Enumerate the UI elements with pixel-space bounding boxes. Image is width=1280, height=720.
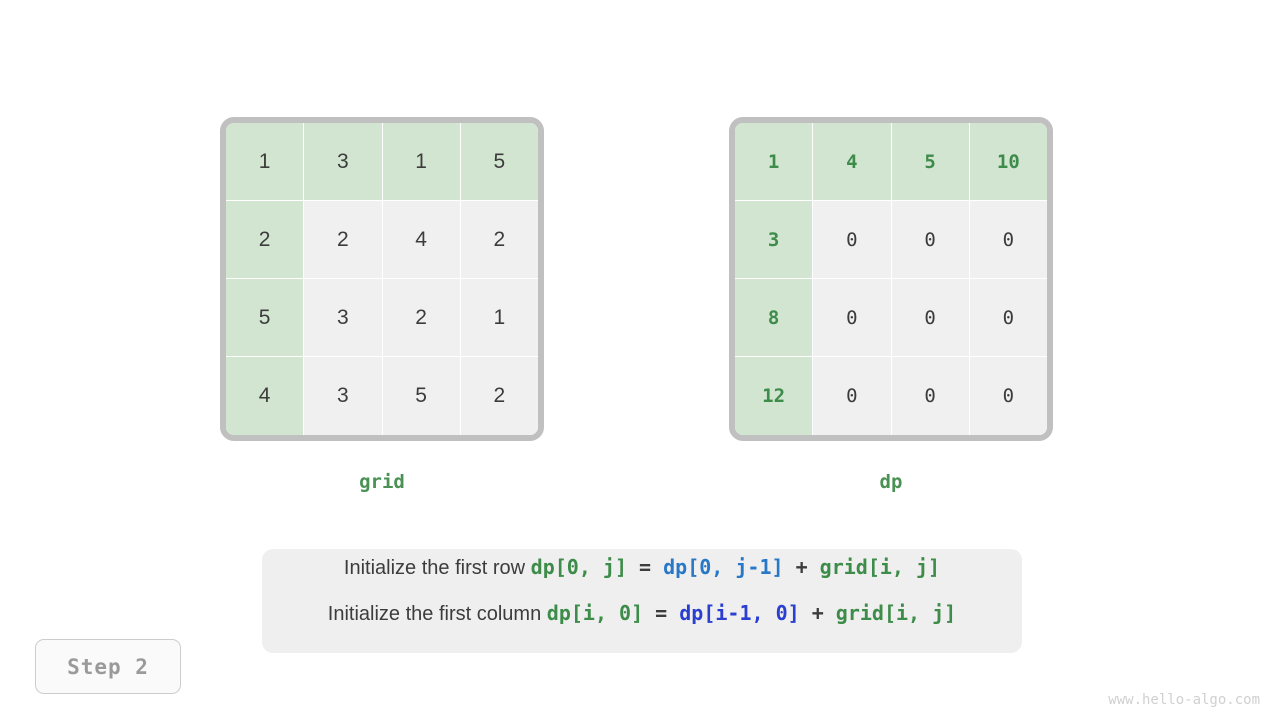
table-row: 4 3 5 2 <box>226 357 538 435</box>
grid-cell-0-0: 1 <box>226 123 305 201</box>
formula-1-equals: = <box>626 555 664 579</box>
formula-1-rhs-ref: dp[0, j-1] <box>663 555 784 579</box>
grid-cell-3-1: 3 <box>304 357 383 435</box>
formula-2-rhs-ref: dp[i-1, 0] <box>679 601 800 625</box>
table-row: 8 0 0 0 <box>735 279 1047 357</box>
table-row: 1 4 5 10 <box>735 123 1047 201</box>
grid-cell-3-0: 4 <box>226 357 305 435</box>
formula-panel: Initialize the first row dp[0, j] = dp[0… <box>262 549 1022 653</box>
grid-cell-1-0: 2 <box>226 201 305 279</box>
dp-cell-2-2: 0 <box>891 279 970 357</box>
grid-cell-1-2: 4 <box>382 201 461 279</box>
dp-matrix: 1 4 5 10 3 0 0 0 8 0 0 0 12 0 0 0 <box>729 117 1053 441</box>
dp-cell-3-3: 0 <box>969 357 1047 435</box>
dp-cell-3-1: 0 <box>813 357 892 435</box>
watermark: www.hello-algo.com <box>1108 692 1260 708</box>
dp-cell-2-1: 0 <box>813 279 892 357</box>
grid-cell-2-1: 3 <box>304 279 383 357</box>
grid-cell-0-2: 1 <box>382 123 461 201</box>
formula-2-prose: Initialize the first column <box>327 603 547 625</box>
dp-cell-0-1: 4 <box>813 123 892 201</box>
formula-1-prose: Initialize the first row <box>343 557 531 579</box>
grid-matrix-rows: 1 3 1 5 2 2 4 2 5 3 2 1 4 3 5 2 <box>226 123 538 435</box>
table-row: 12 0 0 0 <box>735 357 1047 435</box>
formula-1-plus: + <box>783 555 820 579</box>
grid-cell-0-1: 3 <box>304 123 383 201</box>
dp-cell-3-2: 0 <box>891 357 970 435</box>
grid-cell-3-3: 2 <box>460 357 538 435</box>
dp-matrix-rows: 1 4 5 10 3 0 0 0 8 0 0 0 12 0 0 0 <box>735 123 1047 435</box>
grid-cell-2-3: 1 <box>460 279 538 357</box>
grid-matrix: 1 3 1 5 2 2 4 2 5 3 2 1 4 3 5 2 <box>220 117 544 441</box>
formula-line-first-row: Initialize the first row dp[0, j] = dp[0… <box>344 555 940 601</box>
dp-cell-1-3: 0 <box>969 201 1047 279</box>
formula-line-first-column: Initialize the first column dp[i, 0] = d… <box>328 601 956 647</box>
table-row: 5 3 2 1 <box>226 279 538 357</box>
grid-cell-1-1: 2 <box>304 201 383 279</box>
table-row: 3 0 0 0 <box>735 201 1047 279</box>
formula-1-lhs: dp[0, j] <box>530 555 627 579</box>
grid-cell-2-2: 2 <box>382 279 461 357</box>
formula-2-equals: = <box>643 601 680 625</box>
grid-cell-1-3: 2 <box>460 201 538 279</box>
grid-cell-3-2: 5 <box>382 357 461 435</box>
table-row: 1 3 1 5 <box>226 123 538 201</box>
status-badge: Step 2 <box>35 639 181 694</box>
dp-cell-0-0: 1 <box>735 123 814 201</box>
grid-cell-2-0: 5 <box>226 279 305 357</box>
dp-matrix-caption: dp <box>879 471 903 493</box>
formula-2-lhs: dp[i, 0] <box>546 601 644 625</box>
dp-cell-1-2: 0 <box>891 201 970 279</box>
grid-cell-0-3: 5 <box>460 123 538 201</box>
formula-1-rhs-term: grid[i, j] <box>819 555 941 579</box>
table-row: 2 2 4 2 <box>226 201 538 279</box>
formula-2-plus: + <box>799 601 836 625</box>
dp-cell-0-2: 5 <box>891 123 970 201</box>
formula-2-rhs-term: grid[i, j] <box>835 601 957 625</box>
dp-cell-0-3: 10 <box>969 123 1047 201</box>
dp-cell-2-0: 8 <box>735 279 814 357</box>
grid-matrix-caption: grid <box>359 471 405 493</box>
dp-cell-3-0: 12 <box>735 357 814 435</box>
dp-cell-1-0: 3 <box>735 201 814 279</box>
dp-cell-1-1: 0 <box>813 201 892 279</box>
dp-cell-2-3: 0 <box>969 279 1047 357</box>
